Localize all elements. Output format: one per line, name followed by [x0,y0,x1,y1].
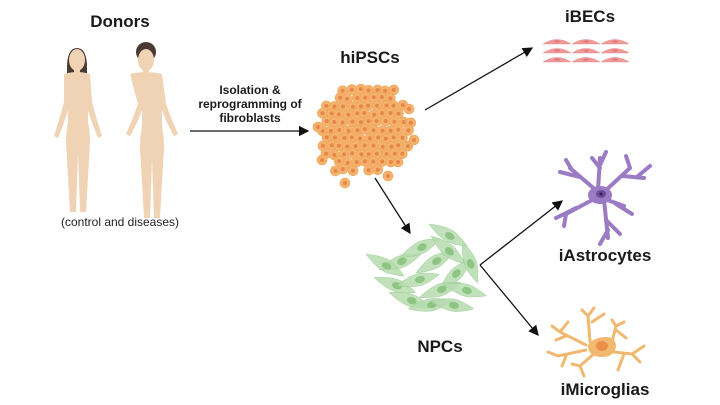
hipsc-cell [312,121,324,133]
ibec-cell [571,39,601,45]
hipscs-label: hiPSCs [340,48,400,67]
hipsc-cell [321,132,333,143]
hipsc-cell [367,156,379,167]
hipsc-cell [359,123,371,135]
process-label: Isolation & reprogramming of fibroblasts [185,83,315,125]
hipsc-cell [317,140,329,152]
hipsc-cell [372,164,384,176]
ibec-cell [542,57,572,63]
hipsc-cell [339,177,351,189]
arrow-hipscs-to-ibecs [424,47,534,111]
hipsc-cell [316,154,328,166]
hipsc-cell [403,125,414,136]
hipsc-cell [388,132,399,143]
hipsc-cell [347,116,358,127]
process-label-line2: reprogramming of [198,97,302,111]
female-donor-icon [54,48,102,212]
hipsc-cell [385,107,396,119]
donors-caption: (control and diseases) [60,215,180,229]
hipsc-cell [371,115,382,127]
npc-cell [396,272,440,288]
microglia-icon [546,306,646,378]
hipsc-cell [408,134,420,146]
hipsc-cell [337,101,349,112]
ibec-cell [600,48,630,54]
hipsc-cell [403,103,415,115]
male-donor-icon [126,42,178,218]
hipsc-cell [392,156,404,168]
arrow-npcs-to-iastrocytes [479,200,564,266]
imicroglias-label: iMicroglias [560,380,650,399]
iastrocytes-label: iAstrocytes [558,246,652,265]
arrow-npcs-to-imicroglias [479,264,539,337]
npcs-label: NPCs [417,337,463,356]
npc-cell [443,282,487,298]
hipsc-cell [380,115,391,127]
hipsc-cell [337,163,349,175]
npc-cell [365,253,405,277]
hipsc-cell [333,140,345,152]
hipsc-cell [359,140,370,151]
hipsc-cell [376,107,388,119]
hipsc-cell [317,107,328,119]
ibec-cell [571,57,601,63]
ibecs-label: iBECs [564,7,616,26]
hipsc-cell [351,92,363,104]
npc-cell [428,223,468,247]
hipsc-cell [376,156,388,167]
ibec-cell [600,39,630,45]
hipsc-cell [393,108,404,119]
process-label-line3: fibroblasts [219,111,281,125]
hipsc-cell [376,91,388,103]
hipsc-cell [397,132,408,144]
arrow-hipscs-to-npcs [374,177,411,235]
hipsc-colony-icon [312,83,420,189]
hipsc-cell [347,165,359,176]
hipsc-cell [382,170,394,182]
hipsc-cell [346,147,358,159]
hipsc-cell [396,148,408,160]
ibec-cells-icon [542,39,630,63]
hipsc-cell [346,84,358,95]
donors-label: Donors [90,12,150,31]
ibec-cell [542,39,572,45]
npc-cells-icon [365,223,487,312]
process-label-line1: Isolation & [219,83,281,97]
ibec-cell [542,48,572,54]
npc-cell [415,250,455,274]
npc-cell [429,298,475,312]
hipsc-cell [363,164,374,176]
ibec-cell [571,48,601,54]
npc-cell [461,240,479,284]
ibec-cell [600,57,630,63]
